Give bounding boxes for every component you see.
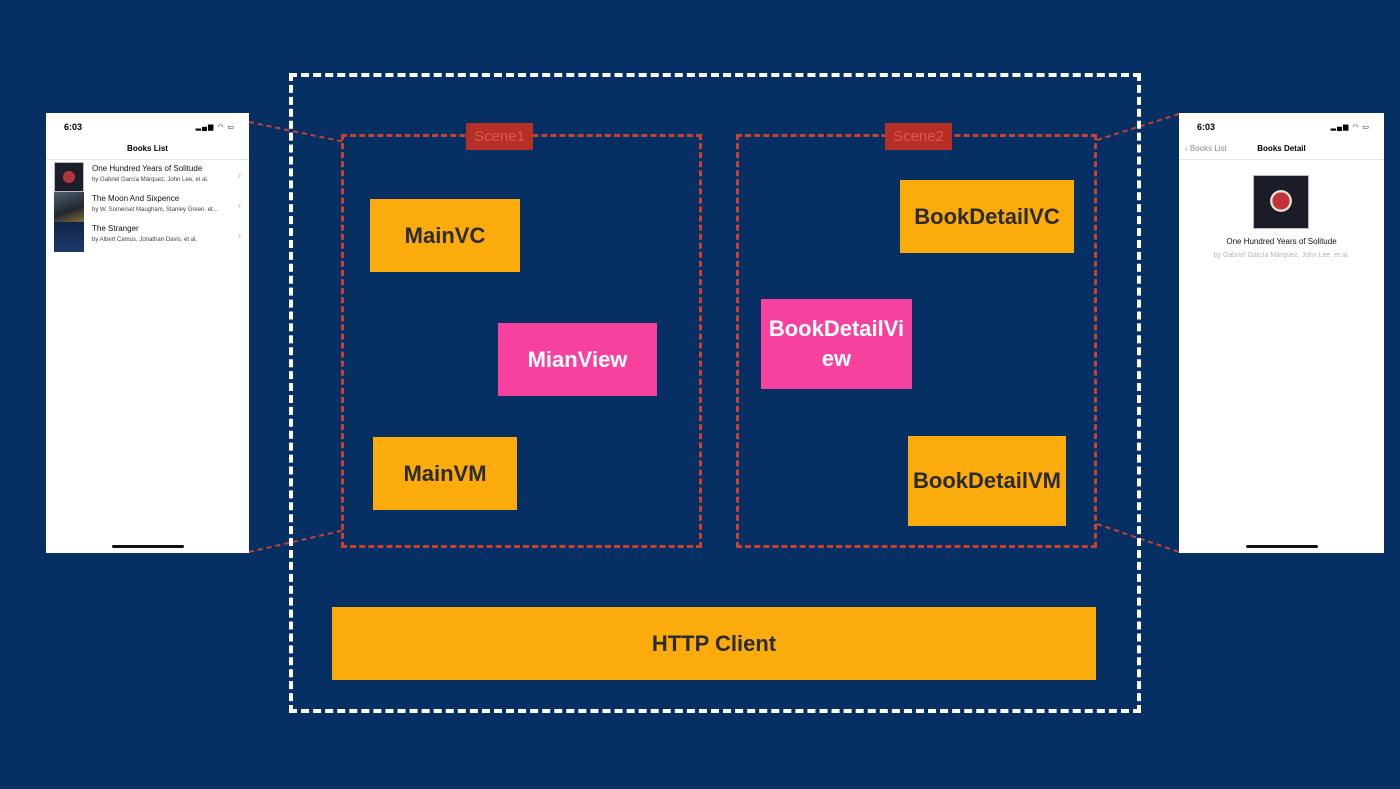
book-cover-thumbnail <box>54 222 84 252</box>
books-list-screen: 6:03 ▂▄▆ ◠ ▭ Books List One Hundred Year… <box>46 113 249 553</box>
status-icons: ▂▄▆ ◠ ▭ <box>195 124 235 131</box>
list-item[interactable]: One Hundred Years of Solitude by Gabriel… <box>54 162 243 192</box>
app-container-boundary <box>289 73 1141 713</box>
book-authors: by Gabriel García Márquez, John Lee, et … <box>92 177 209 183</box>
book-detail-vc-block: BookDetailVC <box>900 180 1074 253</box>
book-cover-thumbnail <box>54 162 84 192</box>
chevron-right-icon: › <box>238 200 241 210</box>
main-view-block: MianView <box>498 323 657 396</box>
chevron-right-icon: › <box>238 170 241 180</box>
book-title: One Hundred Years of Solitude <box>1226 237 1337 246</box>
main-vm-block: MainVM <box>373 437 517 510</box>
book-cover-thumbnail <box>54 192 84 222</box>
connector-left-top <box>248 121 346 143</box>
nav-title: Books List <box>127 144 168 153</box>
book-authors: by Gabriel García Márquez, John Lee, et … <box>1213 252 1350 259</box>
book-authors: by Albert Camus, Jonathan Davis, et al. <box>92 237 198 243</box>
status-bar: 6:03 ▂▄▆ ◠ ▭ <box>1179 122 1384 134</box>
status-time: 6:03 <box>64 122 83 132</box>
book-authors: by W. Somerset Maugham, Stanley Green, e… <box>92 207 218 213</box>
chevron-right-icon: › <box>238 230 241 240</box>
book-title: One Hundred Years of Solitude <box>92 164 203 173</box>
connector-left-bottom <box>248 529 346 553</box>
home-indicator <box>111 545 184 548</box>
book-title: The Moon And Sixpence <box>92 194 180 203</box>
status-icons: ▂▄▆ ◠ ▭ <box>1330 124 1370 131</box>
book-cover-image <box>1253 175 1309 229</box>
book-detail-screen: 6:03 ▂▄▆ ◠ ▭ ‹ Books List Books Detail O… <box>1179 113 1384 553</box>
list-item[interactable]: The Moon And Sixpence by W. Somerset Mau… <box>54 192 243 222</box>
status-time: 6:03 <box>1197 122 1216 132</box>
scene1-label: Scene1 <box>466 123 533 150</box>
nav-divider <box>1179 159 1384 160</box>
book-title: The Stranger <box>92 224 139 233</box>
nav-title: Books Detail <box>1257 144 1306 153</box>
list-item[interactable]: The Stranger by Albert Camus, Jonathan D… <box>54 222 243 252</box>
main-vc-block: MainVC <box>370 199 520 272</box>
scene2-label: Scene2 <box>885 123 952 150</box>
book-detail-view-block: BookDetailView <box>761 299 912 389</box>
back-button[interactable]: ‹ Books List <box>1185 144 1227 153</box>
status-bar: 6:03 ▂▄▆ ◠ ▭ <box>46 122 249 134</box>
book-detail-vm-block: BookDetailVM <box>908 436 1066 526</box>
nav-divider <box>46 159 249 160</box>
home-indicator <box>1245 545 1318 548</box>
http-client-block: HTTP Client <box>332 607 1096 680</box>
connector-right-bottom <box>1096 523 1180 553</box>
